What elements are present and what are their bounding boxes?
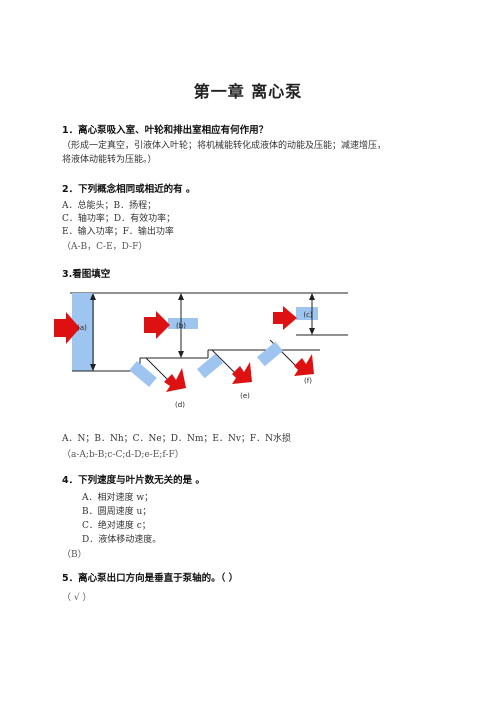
label-a: (a) — [77, 324, 87, 332]
answer-2: （A-B，C-E，D-F） — [62, 242, 148, 252]
box-a — [72, 293, 94, 371]
question-4-option-a: A．相对速度 w； — [82, 493, 154, 503]
question-5: 5．离心泵出口方向是垂直于泵轴的。（ ） — [62, 573, 239, 584]
loss-arrow-d — [164, 368, 186, 392]
box-d — [129, 361, 157, 387]
label-c: (c) — [303, 311, 313, 319]
arrowhead-a-bottom — [90, 364, 96, 371]
power-loss-figure: (a) (b) (c) (d) (e) (f) — [54, 280, 360, 415]
label-f: (f) — [304, 377, 312, 385]
question-3-options: A．N；B．Nh；C．Ne；D．Nm；E．Nv；F．N水损 — [62, 434, 292, 444]
label-d: (d) — [175, 401, 185, 409]
question-2-option-1: A．总能头；B．扬程； — [62, 201, 157, 211]
question-4-option-b: B．圆周速度 u； — [82, 507, 152, 517]
input-arrow-b — [144, 311, 170, 339]
question-4: 4．下列速度与叶片数无关的是 。 — [62, 475, 205, 486]
answer-1-line2: 将液体动能转为压能。） — [62, 155, 157, 165]
chapter-title: 第一章 离心泵 — [193, 82, 303, 101]
answer-3: （a-A;b-B;c-C;d-D;e-E;f-F） — [62, 450, 184, 460]
arrowhead-c-top — [309, 293, 315, 300]
input-arrow-c — [273, 306, 297, 330]
box-e — [196, 353, 224, 379]
question-2: 2．下列概念相同或相近的有 。 — [62, 184, 196, 195]
loss-arrow-e — [232, 362, 252, 384]
question-2-option-2: C．轴功率；D．有效功率； — [62, 214, 176, 224]
question-4-option-d: D．液体移动速度。 — [82, 535, 162, 545]
loss-arrow-f — [294, 354, 314, 376]
power-loss-diagram: (a) (b) (c) (d) (e) (f) — [54, 292, 348, 409]
question-1: 1．离心泵吸入室、叶轮和排出室相应有何作用？ — [62, 125, 269, 136]
box-f — [256, 341, 284, 367]
answer-1-line1: （形成一定真空，引液体入叶轮；将机械能转化成液体的动能及压能；减速增压， — [62, 141, 387, 151]
question-2-option-3: E．输入功率；F．输出功率 — [62, 227, 174, 237]
question-3: 3.看图填空 — [62, 269, 111, 280]
arrowhead-a-top — [90, 293, 96, 300]
arrowhead-c-bottom — [309, 328, 315, 335]
arrowhead-b-bottom — [178, 351, 184, 358]
question-4-option-c: C．绝对速度 c； — [82, 521, 151, 531]
box-b — [168, 318, 198, 329]
answer-5: （ √ ） — [62, 593, 92, 603]
answer-4: （B） — [62, 550, 87, 560]
label-b: (b) — [176, 322, 186, 330]
label-e: (e) — [240, 392, 250, 400]
arrowhead-b-top — [178, 293, 184, 300]
input-arrow-a — [54, 312, 80, 344]
